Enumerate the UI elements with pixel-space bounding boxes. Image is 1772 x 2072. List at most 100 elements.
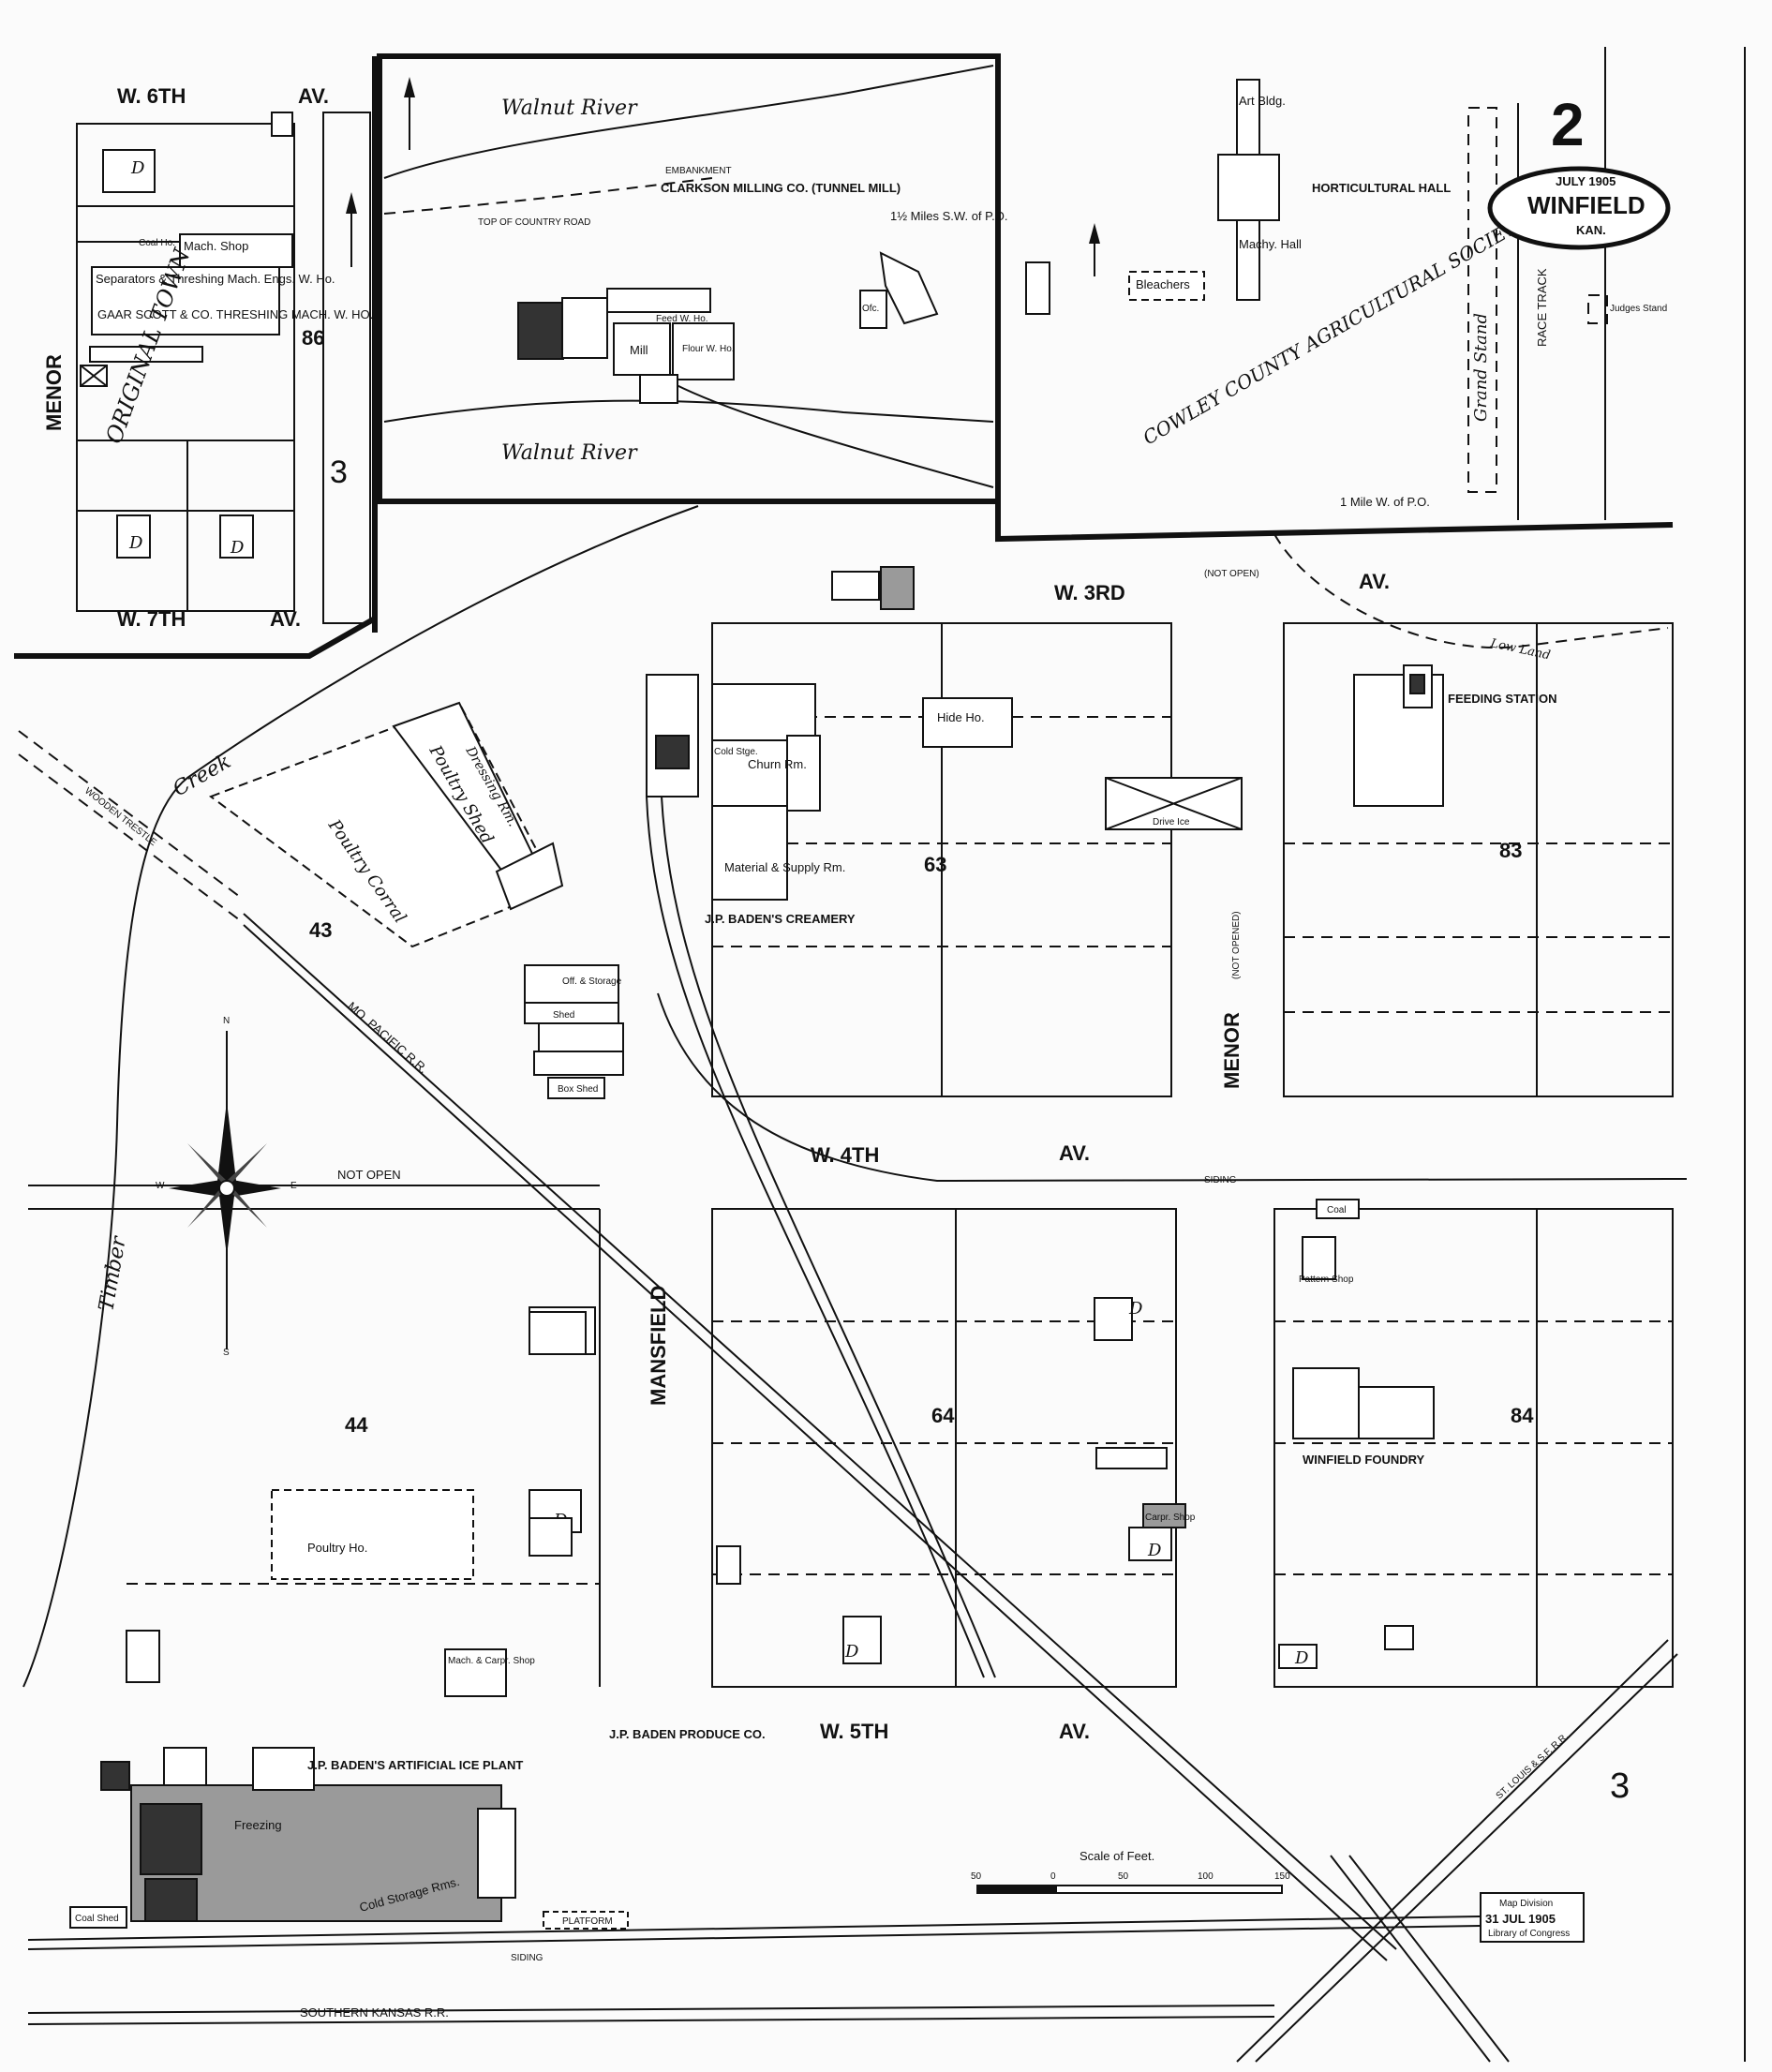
label-mach-shop: Mach. Shop — [184, 239, 248, 253]
compass-n: N — [223, 1016, 230, 1026]
block-86: 86 — [302, 326, 324, 350]
scale-tick: 50 — [1118, 1871, 1129, 1882]
label-separators: Separators & Threshing Mach. Engs. W. Ho… — [96, 272, 335, 286]
creamery-material-room — [711, 805, 788, 901]
street-w3rd: W. 3RD — [1054, 581, 1125, 604]
compass-s: S — [223, 1348, 230, 1358]
title-cartouche: 2 JULY 1905 WINFIELD KAN. — [1487, 91, 1671, 250]
block-43: 43 — [309, 918, 332, 942]
poultry-house — [271, 1489, 474, 1580]
dwelling-label: D — [128, 533, 143, 553]
label-ofc: Ofc. — [862, 304, 879, 314]
label-coal-shed: Coal Shed — [75, 1914, 119, 1924]
label-drive-ice: Drive Ice — [1153, 817, 1190, 827]
corner-sheet-number: 3 — [1610, 1766, 1630, 1806]
dwelling-label: D — [130, 158, 145, 178]
label-horticultural-hall: HORTICULTURAL HALL — [1312, 181, 1451, 195]
street-av: AV. — [1059, 1141, 1090, 1165]
label-bleachers: Bleachers — [1136, 277, 1190, 291]
block-84-outline — [1273, 1208, 1674, 1688]
label-creamery: J.P. BADEN'S CREAMERY — [705, 912, 856, 926]
label-feed-wh: Feed W. Ho. — [656, 314, 708, 324]
label-machy-hall: Machy. Hall — [1239, 237, 1302, 251]
label-not-open-2: NOT OPEN — [337, 1168, 401, 1182]
label-fair-distance: 1 Mile W. of P.O. — [1340, 495, 1430, 509]
scale-tick: 100 — [1198, 1871, 1214, 1882]
cartouche-date: JULY 1905 — [1556, 174, 1616, 188]
label-freezing: Freezing — [234, 1818, 282, 1832]
label-southern-kansas: SOUTHERN KANSAS R.R. — [300, 2005, 449, 2020]
block-83: 83 — [1499, 839, 1522, 862]
label-menor-not-opened: (NOT OPENED) — [1231, 911, 1242, 979]
stamp-line3: Library of Congress — [1488, 1929, 1570, 1939]
label-embankment: EMBANKMENT — [665, 166, 732, 176]
creamery-cold-storage — [711, 683, 816, 741]
label-hide-ho: Hide Ho. — [937, 710, 985, 724]
scale-tick: 50 — [971, 1871, 982, 1882]
label-box-shed: Box Shed — [558, 1084, 598, 1095]
label-shed: Shed — [553, 1010, 574, 1021]
compass-rose: N S E W — [156, 1016, 297, 1358]
street-av: AV. — [270, 607, 301, 631]
compass-w: W — [156, 1181, 165, 1191]
label-ice-plant: J.P. BADEN'S ARTIFICIAL ICE PLANT — [307, 1758, 523, 1772]
cartouche-state: KAN. — [1576, 223, 1606, 237]
scale-tick: 0 — [1050, 1871, 1056, 1882]
label-produce-co: J.P. BADEN PRODUCE CO. — [609, 1727, 766, 1741]
label-siding-4th: SIDING — [1204, 1175, 1237, 1185]
street-menor-main: MENOR — [1220, 1012, 1243, 1089]
block-64-outline — [711, 1208, 1177, 1688]
label-material-supply: Material & Supply Rm. — [724, 860, 845, 874]
off-storage-building — [524, 964, 619, 1004]
street-w6th: W. 6TH — [117, 84, 186, 108]
label-not-open: (NOT OPEN) — [1204, 569, 1259, 579]
block-3: 3 — [330, 455, 348, 490]
label-siding: SIDING — [511, 1953, 544, 1963]
street-av: AV. — [298, 84, 329, 108]
street-menor: MENOR — [42, 354, 66, 431]
label-clarkson-mill: CLARKSON MILLING CO. (TUNNEL MILL) — [661, 181, 901, 195]
stamp-line2: 31 JUL 1905 — [1485, 1912, 1556, 1926]
label-pattern-shop: Pattern Shop — [1299, 1275, 1354, 1285]
label-feeding-station: FEEDING STATION — [1448, 692, 1557, 706]
label-flour-wh: Flour W. Ho. — [682, 344, 735, 354]
block-84: 84 — [1511, 1404, 1534, 1427]
poultry-building — [495, 842, 564, 911]
label-cold-stge: Cold Stge. — [714, 747, 758, 757]
feeding-station — [1353, 674, 1444, 807]
label-churn-rm: Churn Rm. — [748, 757, 807, 771]
label-winfield-foundry: WINFIELD FOUNDRY — [1303, 1453, 1425, 1467]
label-platform: PLATFORM — [562, 1916, 613, 1927]
library-stamp: Map Division 31 JUL 1905 Library of Cong… — [1480, 1892, 1585, 1943]
label-grand-stand: Grand Stand — [1471, 313, 1491, 422]
label-judges-stand: Judges Stand — [1610, 304, 1667, 314]
label-mill-distance: 1½ Miles S.W. of P.O. — [890, 209, 1007, 223]
street-av: AV. — [1059, 1720, 1090, 1743]
compass-e: E — [290, 1181, 297, 1191]
cartouche-city: WINFIELD — [1527, 191, 1645, 219]
label-gaar-scott: GAAR SCOTT & CO. THRESHING MACH. W. HO. — [97, 307, 373, 321]
dwelling-label: D — [230, 538, 245, 558]
dwelling-label: D — [844, 1642, 859, 1662]
scale-tick: 150 — [1274, 1871, 1290, 1882]
label-mill: Mill — [630, 343, 648, 357]
street-w5th: W. 5TH — [820, 1720, 888, 1743]
scale-of-feet: Scale of Feet. 50 0 50 100 150 — [971, 1849, 1290, 1894]
street-av: AV. — [1359, 570, 1390, 593]
hide-house — [922, 697, 1013, 748]
label-carpr-shop: Carpr. Shop — [1145, 1513, 1196, 1523]
sheet-number: 2 — [1551, 91, 1585, 158]
label-coal: Coal — [1327, 1205, 1347, 1215]
dwelling-label: D — [1294, 1648, 1309, 1668]
dwelling-label: D — [1128, 1299, 1143, 1319]
dwelling-label: D — [1147, 1541, 1162, 1560]
label-coal-ho: Coal Ho. — [139, 238, 175, 248]
stamp-line1: Map Division — [1499, 1899, 1553, 1909]
label-race-track: RACE TRACK — [1535, 268, 1549, 347]
block-44: 44 — [345, 1413, 368, 1437]
mach-carpr-shop — [444, 1648, 507, 1697]
street-w7th: W. 7TH — [117, 607, 186, 631]
label-walnut-river-bottom: Walnut River — [501, 441, 638, 465]
